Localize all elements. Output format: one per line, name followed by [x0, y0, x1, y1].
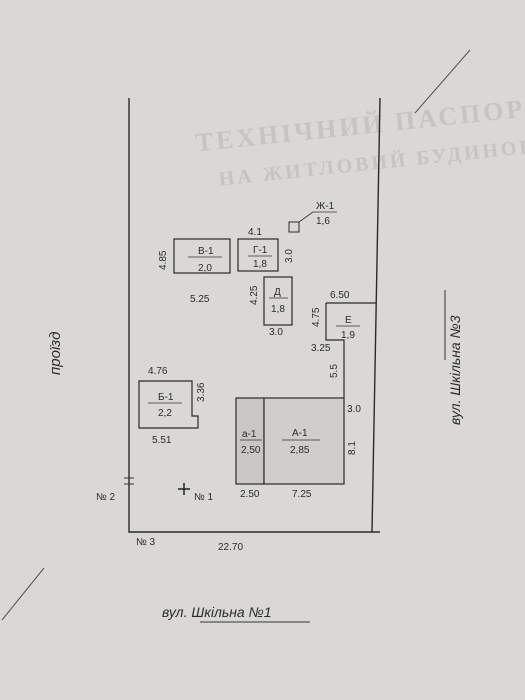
- building-a1: [263, 397, 345, 485]
- structure-zh1-leader: [298, 211, 314, 223]
- dim-right-mid: 5.5: [329, 364, 340, 378]
- building-v1-num: 2,0: [198, 263, 212, 274]
- building-g1-height: 3.0: [284, 249, 295, 263]
- structure-zh1: [288, 221, 300, 233]
- building-a-annex-num: 2,50: [241, 445, 261, 456]
- building-d: [263, 276, 293, 326]
- building-d-height: 4.25: [249, 285, 260, 305]
- point-2-label: № 2: [96, 492, 116, 503]
- building-v1-height: 4.85: [158, 250, 169, 270]
- building-a-annex-name: а-1: [242, 429, 257, 440]
- building-a1-width: 7.25: [292, 489, 312, 500]
- building-g1-num: 1,8: [253, 259, 267, 270]
- building-b1-width-bottom: 5.51: [152, 435, 172, 446]
- building-d-name: Д: [274, 287, 281, 298]
- building-g1-width: 4.1: [248, 227, 262, 238]
- structure-zh1-num: 1,6: [316, 216, 330, 227]
- arrow-line-bottom: [1, 567, 45, 621]
- building-v1-name: В-1: [198, 246, 214, 257]
- dim-right-lower: 8.1: [347, 441, 358, 455]
- building-v1-width: 5.25: [190, 294, 210, 305]
- street-bottom-label: вул. Шкільна №1: [162, 604, 272, 620]
- building-b1-name: Б-1: [158, 392, 174, 403]
- point-1-label: № 1: [194, 492, 214, 503]
- building-a1-num: 2,85: [290, 445, 310, 456]
- passage-label: проїзд: [47, 332, 64, 375]
- building-b1-num: 2,2: [158, 408, 172, 419]
- building-v1: [173, 238, 231, 274]
- point-3-label: № 3: [136, 537, 156, 548]
- street-right-label: вул. Шкільна №3: [447, 315, 463, 425]
- building-g1: [237, 238, 279, 272]
- building-b1-width-top: 4.76: [148, 366, 168, 377]
- building-a-annex-width: 2.50: [240, 489, 260, 500]
- building-b1: [138, 380, 199, 429]
- building-b1-height: 3.36: [196, 382, 207, 402]
- structure-zh1-name: Ж-1: [316, 201, 335, 212]
- arrow-line-top: [414, 49, 471, 114]
- building-e-name: Е: [345, 315, 352, 326]
- building-d-width: 3.0: [269, 327, 283, 338]
- building-a-annex: [235, 397, 265, 485]
- boundary-right: [371, 97, 381, 533]
- building-e-outline: [325, 303, 345, 398]
- building-a1-name: А-1: [292, 428, 308, 439]
- building-d-num: 1,8: [271, 304, 285, 315]
- dim-bottom: 22.70: [218, 542, 243, 553]
- building-g1-name: Г-1: [253, 245, 268, 256]
- boundary-left-bottom: [128, 98, 380, 533]
- building-e-num: 1,9: [341, 330, 355, 341]
- building-a1-side: 3.0: [347, 404, 361, 415]
- dim-top-step: 6.50: [330, 290, 350, 301]
- dim-step: 3.25: [311, 343, 331, 354]
- building-e-height: 4.75: [311, 307, 322, 327]
